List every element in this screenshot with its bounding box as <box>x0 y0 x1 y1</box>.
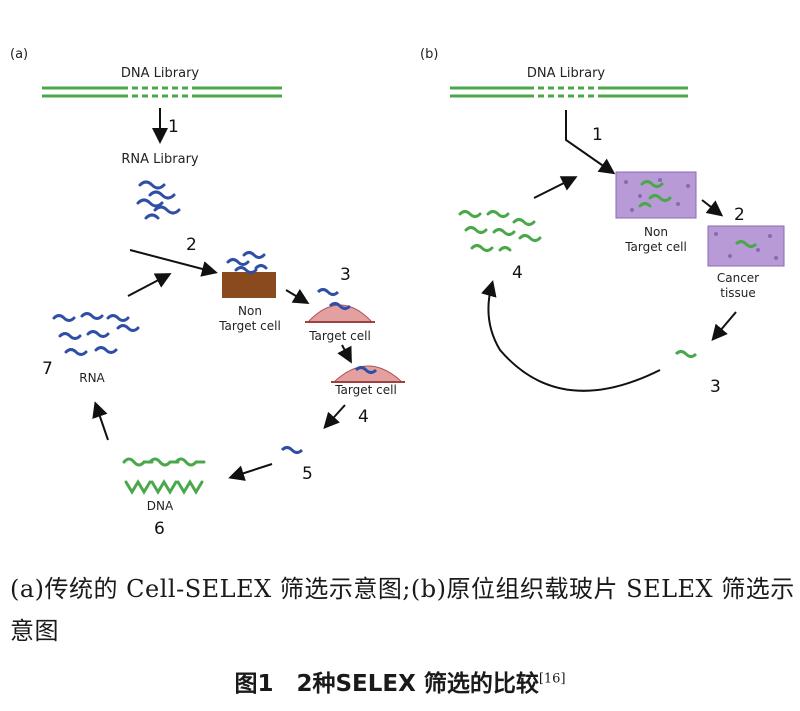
panel-a-arrow-7 <box>127 273 172 297</box>
panel-b-non-target-label-1: Non <box>644 225 668 239</box>
panel-a-free-rna <box>316 288 340 296</box>
panel-a: (a) DNA Library 1 RNA Library 2 <box>10 47 405 539</box>
panel-a-arrow-3 <box>285 288 310 305</box>
panel-b-step-1: 1 <box>592 125 603 145</box>
panel-b-step-2: 2 <box>734 205 745 225</box>
panel-b-cancer-tissue <box>707 225 785 267</box>
panel-a-non-target-label-1: Non <box>238 304 262 318</box>
panel-b-dna-molecules <box>458 210 542 252</box>
panel-b-arrow-3 <box>711 311 737 342</box>
panel-a-eluted-rna <box>280 446 304 454</box>
panel-a-step-2: 2 <box>186 235 197 255</box>
panel-a-arrow-2 <box>129 249 218 277</box>
panel-a-target-cell-label-2: Target cell <box>334 383 397 397</box>
panel-a-rna-library-label: RNA Library <box>121 152 199 167</box>
panel-a-label: (a) <box>10 47 28 62</box>
panel-b-dna-library-strand <box>450 86 688 98</box>
panel-a-step-5: 5 <box>302 464 313 484</box>
panel-a-step-3: 3 <box>340 265 351 285</box>
figure-caption-title: 图1 2种SELEX 筛选的比较[16] <box>0 664 800 698</box>
panel-a-step-6: 6 <box>154 519 165 539</box>
panel-b-arrow-1 <box>565 110 616 175</box>
panel-a-step-4: 4 <box>358 407 369 427</box>
panel-a-rna-label: RNA <box>79 371 105 385</box>
panel-a-dna-library-strand <box>42 86 282 98</box>
panel-a-arrow-6 <box>92 401 109 441</box>
panel-b-step-3: 3 <box>710 377 721 397</box>
panel-b-eluted-dna <box>674 350 698 358</box>
panel-a-step-1: 1 <box>168 117 179 137</box>
panel-a-rna-molecules <box>52 312 140 356</box>
panel-a-arrow-4 <box>323 404 346 429</box>
figure-title-text: 图1 2种SELEX 筛选的比较 <box>234 671 539 697</box>
panel-b-step-4: 4 <box>512 263 523 283</box>
panel-b-cancer-label-1: Cancer <box>717 271 759 285</box>
panel-b-arrow-2 <box>701 199 724 217</box>
panel-b-label: (b) <box>420 47 438 62</box>
panel-a-non-target-label-2: Target cell <box>218 319 281 333</box>
panel-b-arrow-return <box>481 280 661 392</box>
panel-b-cancer-label-2: tissue <box>720 286 756 300</box>
panel-a-non-target-cell <box>222 251 276 298</box>
panel-a-arrow-5 <box>228 463 273 481</box>
figure-reference: [16] <box>538 671 566 687</box>
panel-b: (b) DNA Library 1 Non Ta <box>420 47 785 397</box>
figure-caption-description: (a)传统的 Cell-SELEX 筛选示意图;(b)原位组织载玻片 SELEX… <box>10 575 795 645</box>
panel-a-dna-library-label: DNA Library <box>121 66 200 81</box>
panel-a-target-cell-label-1: Target cell <box>308 329 371 343</box>
panel-a-arrow-target <box>337 344 352 364</box>
panel-a-rna-library-molecules <box>136 180 181 220</box>
panel-b-dna-library-label: DNA Library <box>527 66 606 81</box>
panel-a-target-cell-1 <box>305 302 375 323</box>
panel-a-step-7: 7 <box>42 359 53 379</box>
panel-a-dna-label: DNA <box>147 499 174 513</box>
panel-b-arrow-4 <box>533 176 578 199</box>
panel-b-non-target-label-2: Target cell <box>624 240 687 254</box>
panel-b-non-target-tissue <box>615 171 697 219</box>
panel-a-target-cell-2 <box>331 365 405 383</box>
panel-a-dna-molecules <box>122 457 206 495</box>
